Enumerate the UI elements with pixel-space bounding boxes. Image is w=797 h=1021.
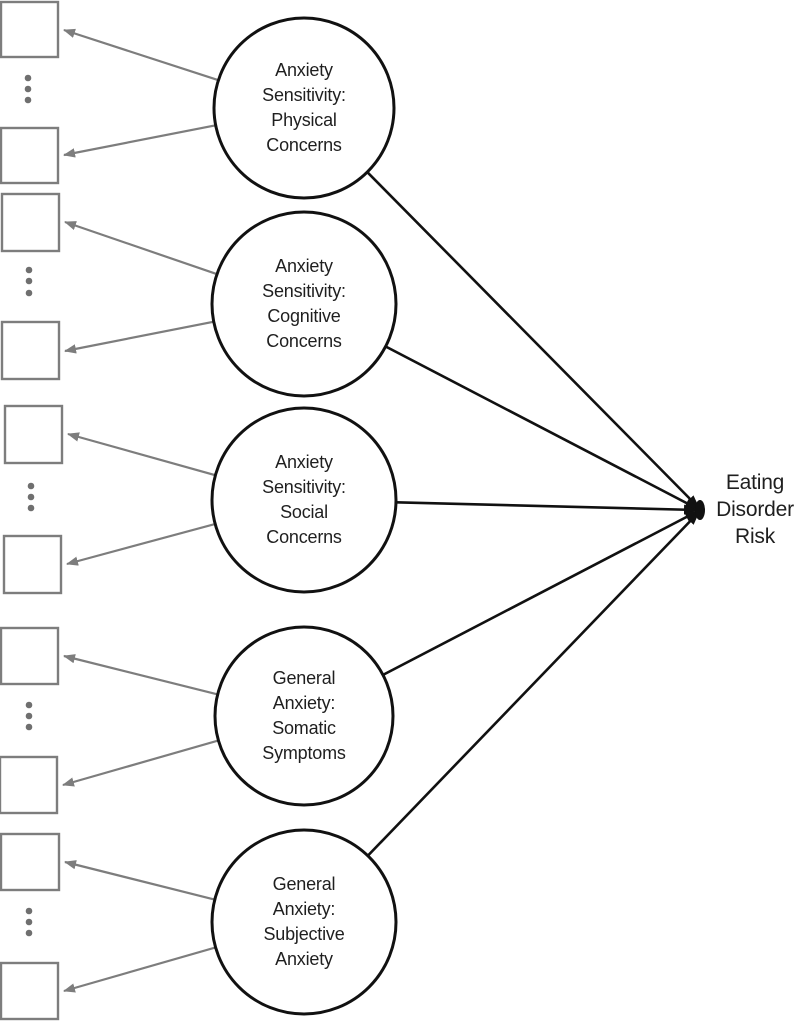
indicator-square [0,0,60,59]
ellipsis-groups [24,74,35,937]
latent-label-general-anxiety-subjective: General Anxiety: Subjective Anxiety [263,874,345,969]
latent-label-anxiety-sensitivity-physical: Anxiety Sensitivity: Physical Concerns [262,60,346,155]
indicator-square [0,961,60,1021]
latent-node-circle [212,16,396,200]
indicator-square [2,534,63,595]
indicator-square [0,832,61,892]
vertical-ellipsis-dots-icon [27,482,35,512]
indicator-squares [0,0,64,1021]
indicator-square [0,626,60,686]
vertical-ellipsis-dots-icon [25,701,33,731]
path-arrow [303,107,700,509]
indicator-square [0,755,59,815]
latent-label-anxiety-sensitivity-cognitive: Anxiety Sensitivity: Cognitive Concerns [262,256,346,351]
vertical-ellipsis-dots-icon [24,74,32,104]
arrowhead-cluster [695,500,705,520]
latent-node-circle [210,210,398,398]
indicator-square [0,126,60,185]
latent-node-circle [210,828,398,1016]
latent-label-anxiety-sensitivity-social: Anxiety Sensitivity: Social Concerns [262,452,346,547]
latent-node-circle [213,625,395,807]
latent-node-circles [210,16,398,1016]
indicator-square [0,192,61,253]
indicator-square [3,404,64,465]
indicator-square [0,320,61,381]
vertical-ellipsis-dots-icon [25,907,33,937]
latent-label-general-anxiety-somatic: General Anxiety: Somatic Symptoms [262,668,346,763]
latent-node-circle [210,406,398,594]
path-arrow [303,511,700,923]
outcome-label-eating-disorder-risk: Eating Disorder Risk [716,471,794,548]
vertical-ellipsis-dots-icon [25,266,33,297]
